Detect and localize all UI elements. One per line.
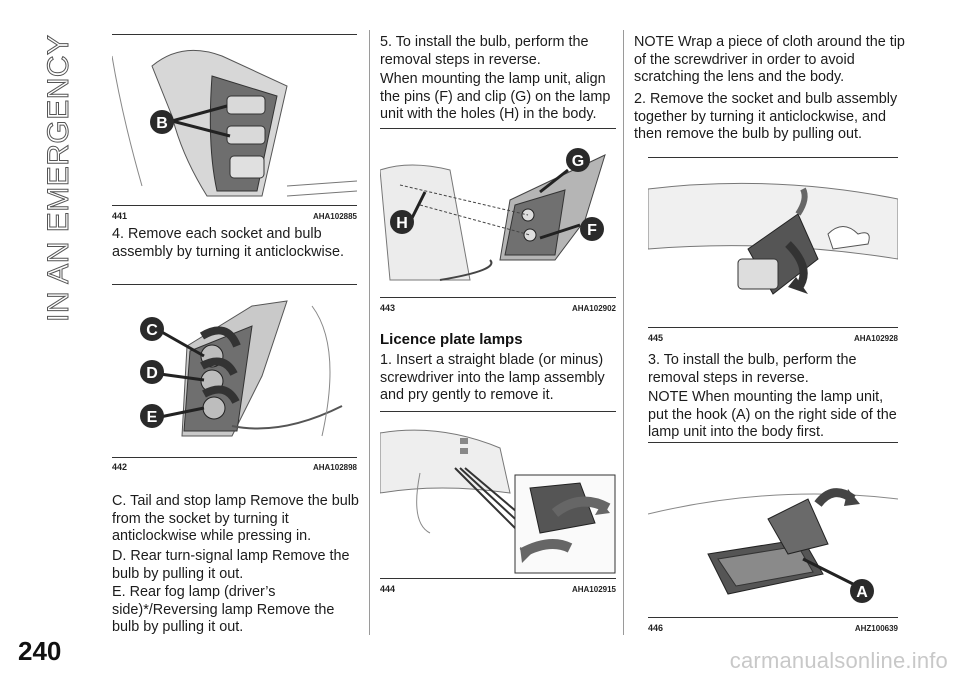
- step-2-text: 2. Remove the socket and bulb assembly t…: [634, 91, 898, 143]
- callout-f-label: F: [587, 222, 597, 239]
- figure-top-rule: [112, 284, 357, 285]
- mounting-text: When mounting the lamp unit, align the p…: [380, 71, 611, 123]
- figure-number: 446: [648, 623, 664, 633]
- figure-number: 442: [112, 462, 128, 472]
- figure-code: AHZ100639: [854, 624, 898, 633]
- figure-code: AHA102902: [571, 304, 616, 313]
- callout-e-label: E: [147, 409, 158, 426]
- callout-b-label: B: [156, 115, 168, 132]
- callout-a-marker: [850, 579, 874, 603]
- section-heading: Licence plate lamps: [380, 331, 523, 348]
- step-5-text: 5. To install the bulb, perform the remo…: [380, 34, 589, 68]
- figure-444: 444 AHA102915: [380, 411, 616, 597]
- callout-f-marker: [580, 217, 604, 241]
- callout-d-label: D: [146, 365, 158, 382]
- figure-caption-rule: [380, 297, 616, 298]
- callout-d-marker: [140, 360, 164, 384]
- figure-code: AHA102928: [853, 334, 898, 343]
- figure-top-rule: [380, 411, 616, 412]
- callout-e-marker: [140, 404, 164, 428]
- figure-top-rule: [380, 128, 616, 129]
- step-3-text: 3. To install the bulb, perform the remo…: [648, 352, 857, 386]
- figure-caption-rule: [380, 578, 616, 579]
- figure-top-rule: [648, 442, 898, 443]
- figure-number: 441: [112, 211, 128, 221]
- watermark-text: carmanualsonline.info: [729, 648, 948, 673]
- section-label-text: IN AN EMERGENCY: [42, 34, 75, 322]
- figure-code: AHA102915: [571, 585, 616, 594]
- figure-number: 443: [380, 303, 396, 313]
- callout-c-label: C: [146, 322, 158, 339]
- note-1-text: NOTE Wrap a piece of cloth around the ti…: [634, 34, 905, 86]
- figure-446: A 446 AHZ100639: [648, 442, 898, 634]
- callout-h-label: H: [396, 215, 408, 232]
- callout-a-label: A: [856, 584, 868, 601]
- figure-number: 444: [380, 584, 396, 594]
- figure-445: 445 AHA102928: [648, 157, 898, 347]
- page-number: 240: [18, 636, 62, 666]
- figure-caption-rule: [648, 617, 898, 618]
- item-d-text: D. Rear turn-signal lamp Remove the bulb…: [112, 548, 350, 582]
- figure-441: B 441 AHA102885: [112, 34, 357, 224]
- figure-442: C D E 442 AHA102898: [112, 284, 357, 474]
- figure-number: 445: [648, 333, 664, 343]
- figure-caption-rule: [112, 457, 357, 458]
- figure-top-rule: [112, 34, 357, 35]
- column-divider-1: [369, 30, 370, 635]
- figure-top-rule: [648, 157, 898, 158]
- item-e-text: E. Rear fog lamp (driver’s side)*/Revers…: [112, 584, 335, 636]
- column-divider-2: [623, 30, 624, 635]
- note-2-text: NOTE When mounting the lamp unit, put th…: [648, 389, 897, 441]
- figure-444-illustration: [380, 429, 616, 574]
- figure-441-illustration: B: [112, 49, 357, 197]
- figure-445-illustration: [648, 182, 898, 295]
- callout-g-marker: [566, 148, 590, 172]
- figure-code: AHA102885: [312, 212, 357, 221]
- callout-c-marker: [140, 317, 164, 341]
- figure-caption-rule: [648, 327, 898, 328]
- figure-code: AHA102898: [312, 463, 357, 472]
- figure-443-illustration: G H F: [380, 148, 606, 281]
- step-4-text: 4. Remove each socket and bulb assembly …: [112, 226, 344, 260]
- item-c-text: C. Tail and stop lamp Remove the bulb fr…: [112, 493, 359, 545]
- callout-h-marker: [390, 210, 414, 234]
- section-label: IN AN EMERGENCY: [22, 30, 82, 330]
- figure-446-illustration: A: [648, 488, 898, 603]
- step-1-text: 1. Insert a straight blade (or minus) sc…: [380, 352, 605, 404]
- figure-caption-rule: [112, 205, 357, 206]
- figure-443: G H F 443 AHA102902: [380, 128, 616, 316]
- callout-g-label: G: [572, 153, 584, 170]
- figure-442-illustration: C D E: [140, 300, 343, 437]
- callout-b-marker: [150, 110, 174, 134]
